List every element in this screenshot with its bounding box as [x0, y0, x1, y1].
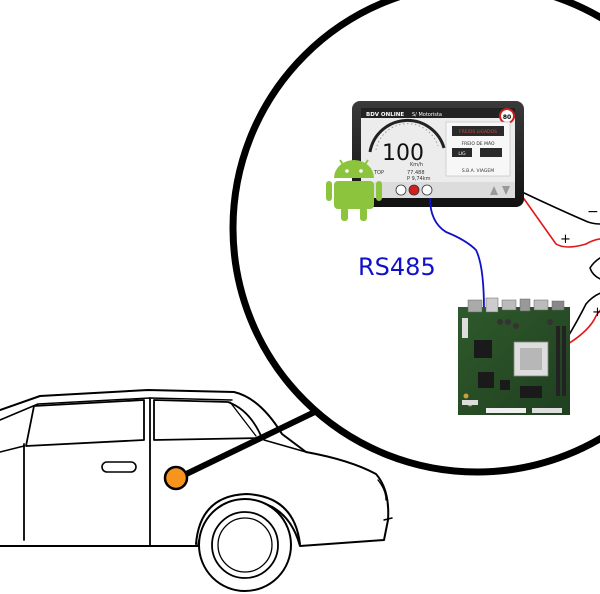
- tablet-status-left: BDV ONLINE: [366, 112, 404, 118]
- stop-label: TOP: [373, 170, 384, 176]
- alert-box: [452, 126, 504, 136]
- tablet-icon-1: [395, 184, 407, 196]
- rs485-cable: [429, 197, 485, 311]
- speed-value: 100: [382, 141, 424, 166]
- odometer-2: P 9,74km: [407, 176, 431, 182]
- polarity-plus-top: +: [560, 232, 571, 247]
- arrow-down-icon: [502, 186, 510, 195]
- speed-limit-value: 80: [503, 114, 511, 121]
- android-icon: [326, 159, 382, 221]
- orange-marker: [163, 465, 189, 491]
- speedometer-gauge: [368, 118, 446, 153]
- odometer-1: 77.488: [407, 170, 425, 176]
- motherboard: [458, 297, 570, 415]
- arrow-up-icon: [490, 186, 498, 195]
- polarity-plus-bottom: +: [592, 305, 600, 320]
- tablet-status-user: S/ Motorista: [412, 112, 442, 118]
- tablet-icon-2: [408, 184, 420, 196]
- car-front-window: [153, 399, 263, 441]
- alert-text: FREIOS LIGADOS: [459, 129, 497, 135]
- speed-unit: Km/h: [410, 162, 423, 168]
- car-rear-window: [25, 399, 145, 447]
- car-wheel-rim: [211, 511, 279, 579]
- section-title: FREIO DE MÃO: [461, 140, 494, 147]
- rs485-label: RS485: [358, 253, 436, 281]
- svg-text:LIG: LIG: [458, 151, 466, 157]
- polarity-minus: −: [587, 204, 599, 220]
- car-door-handle: [101, 461, 137, 473]
- car: [0, 389, 393, 592]
- tablet-btn-left: [452, 148, 472, 157]
- tablet: BDV ONLINE S/ Motorista 80 100 Km/h TOP …: [352, 101, 524, 207]
- car-wheel-arch: [195, 493, 301, 545]
- tablet-btn-right: [480, 148, 502, 157]
- footer-text: S.B.A. VIAGEM: [462, 168, 494, 174]
- tablet-icon-3: [421, 184, 433, 196]
